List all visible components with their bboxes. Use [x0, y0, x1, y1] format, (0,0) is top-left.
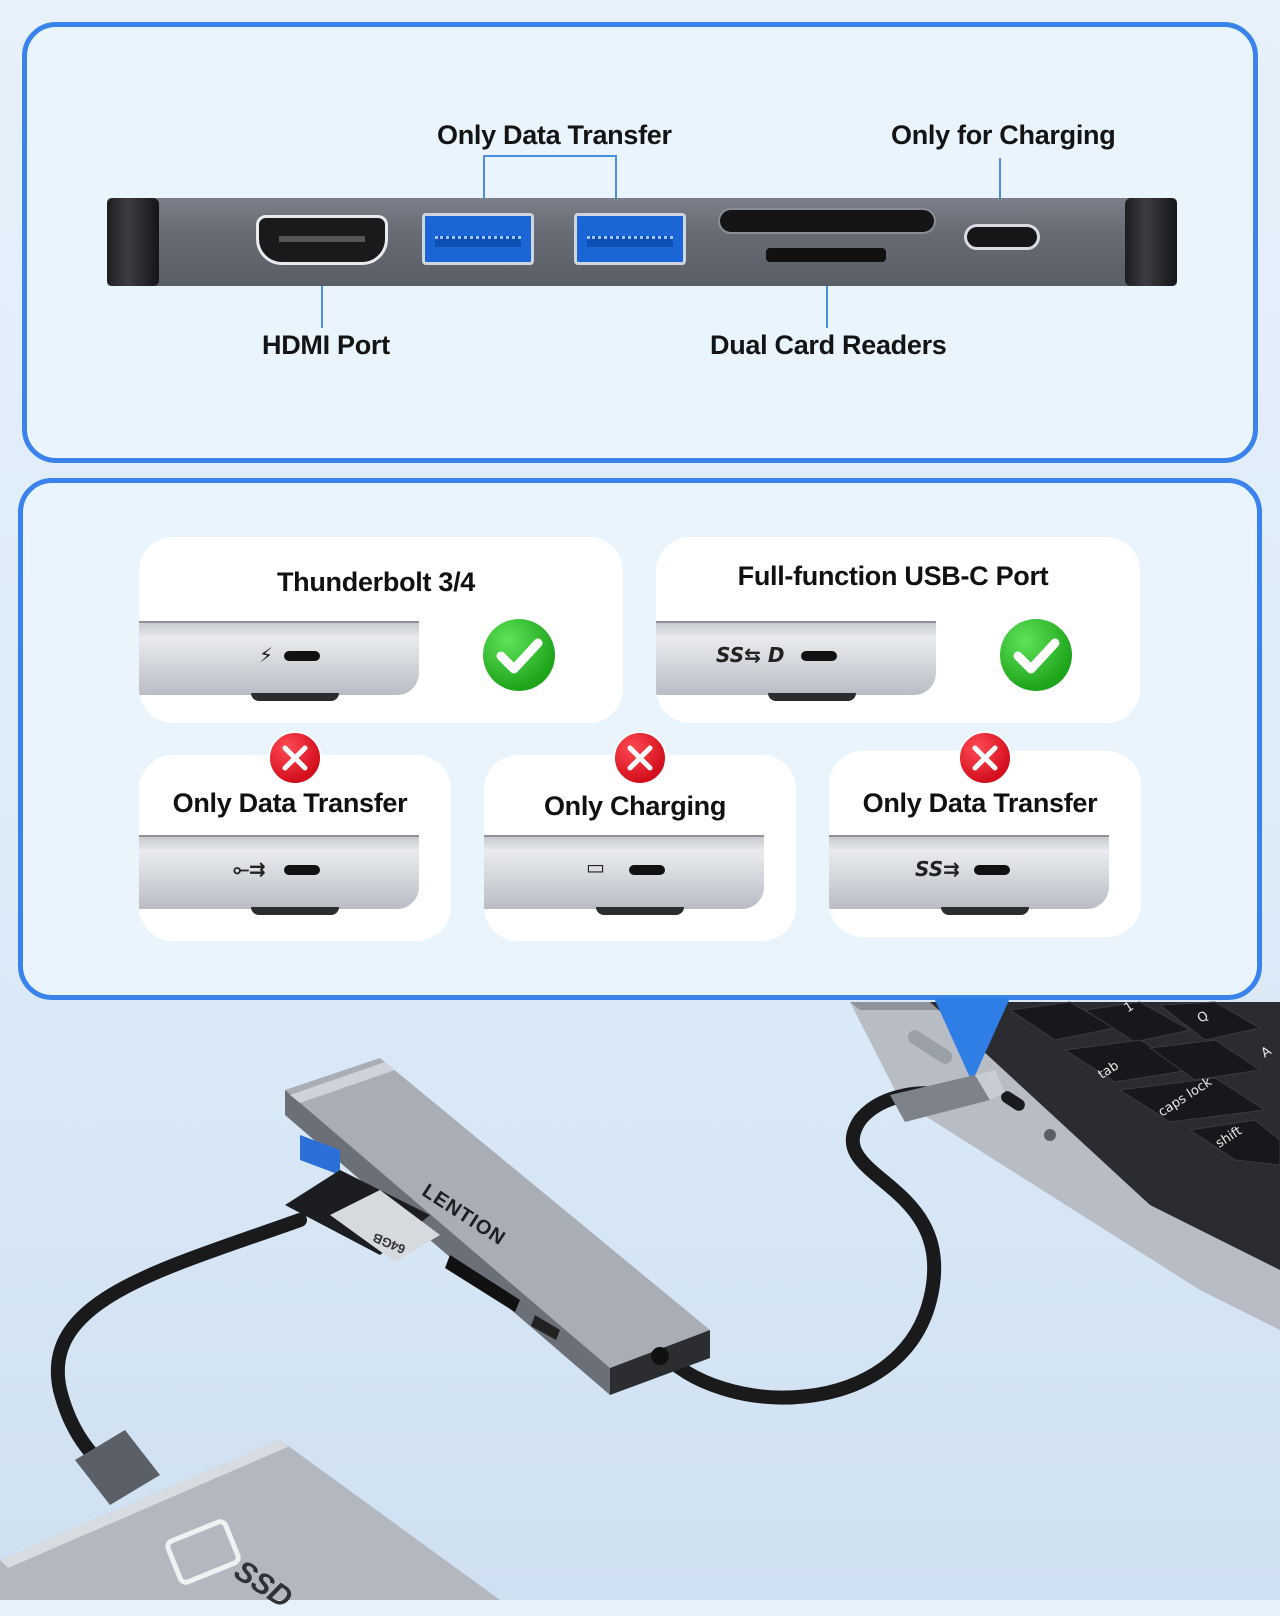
- x-icon: [613, 731, 667, 785]
- compat-card-thunderbolt: Thunderbolt 3/4 ⚡: [139, 537, 623, 723]
- card-title: Thunderbolt 3/4: [276, 567, 475, 597]
- usb-c-slot: [629, 865, 665, 875]
- hub-body: [285, 1058, 710, 1368]
- laptop-body: [850, 1002, 1280, 1330]
- sd-card-slot: [718, 208, 936, 234]
- leader-line: [483, 155, 485, 223]
- callout-charging: Only for Charging: [891, 120, 1116, 150]
- usb-plug: [285, 1170, 430, 1255]
- usb-c-slot: [974, 865, 1010, 875]
- check-icon: [483, 619, 555, 691]
- card-title: Only Charging: [543, 791, 727, 821]
- callout-hdmi: HDMI Port: [262, 330, 390, 360]
- card-title: Only Data Transfer: [862, 788, 1098, 818]
- laptop-edge: [484, 835, 764, 909]
- hub-end-cap: [107, 198, 159, 286]
- hdmi-port: [256, 215, 388, 265]
- leader-line: [999, 158, 1001, 228]
- x-icon: [958, 731, 1012, 785]
- usb-c-port: [964, 224, 1040, 250]
- key-label: A: [1258, 1043, 1275, 1062]
- usb-c-slot: [284, 865, 320, 875]
- usb-a-port: [422, 213, 534, 265]
- laptop-edge: [829, 835, 1109, 909]
- laptop-edge: [139, 621, 419, 695]
- leader-line: [615, 155, 617, 223]
- pointer-arrow: [934, 998, 1010, 1082]
- compat-card-full-usbc: Full-function USB-C Port SS⇆ D: [656, 537, 1140, 723]
- laptop-foot: [251, 693, 339, 701]
- usb-c-slot: [801, 651, 837, 661]
- key-label: Q: [1194, 1008, 1212, 1027]
- laptop-edge: [656, 621, 936, 695]
- battery-charge-icon: ▭: [586, 855, 605, 879]
- laptop-foot: [596, 907, 684, 915]
- key-label: 1: [1121, 998, 1137, 1017]
- key-label: caps lock: [1155, 1074, 1215, 1121]
- check-icon: [1000, 619, 1072, 691]
- compat-card-data-only: Only Data Transfer ⟜⇉: [139, 755, 451, 941]
- tf-card-slot: [766, 248, 886, 262]
- superspeed-dp-icon: SS⇆ D: [716, 643, 785, 667]
- card-title: Full-function USB-C Port: [737, 561, 1049, 591]
- card-title: Only Data Transfer: [172, 788, 408, 818]
- callout-data-transfer: Only Data Transfer: [437, 120, 672, 150]
- leader-line: [321, 252, 323, 328]
- brand-logo: LENTION: [418, 1180, 510, 1251]
- x-icon: [268, 731, 322, 785]
- usb-a-port: [574, 213, 686, 265]
- ssd-label: SSD: [228, 1553, 298, 1616]
- thunderbolt-icon: ⚡: [259, 643, 274, 667]
- key-label: tab: [1095, 1058, 1122, 1083]
- leader-line: [826, 258, 828, 328]
- laptop-foot: [251, 907, 339, 915]
- usb-c-slot: [284, 651, 320, 661]
- usb-symbol-icon: ⟜⇉: [233, 857, 266, 881]
- laptop-foot: [768, 693, 856, 701]
- callout-card-readers: Dual Card Readers: [710, 330, 947, 360]
- laptop-foot: [941, 907, 1029, 915]
- key-label: shift: [1213, 1123, 1245, 1152]
- superspeed-icon: SS⇉: [915, 857, 960, 881]
- laptop-edge: [139, 835, 419, 909]
- usb-c-plug: [890, 1075, 990, 1122]
- compat-card-charging-only: Only Charging ▭: [484, 755, 796, 941]
- hub-end-cap: [1125, 198, 1177, 286]
- sd-card-capacity: 64GB: [370, 1229, 408, 1258]
- leader-line: [483, 155, 617, 157]
